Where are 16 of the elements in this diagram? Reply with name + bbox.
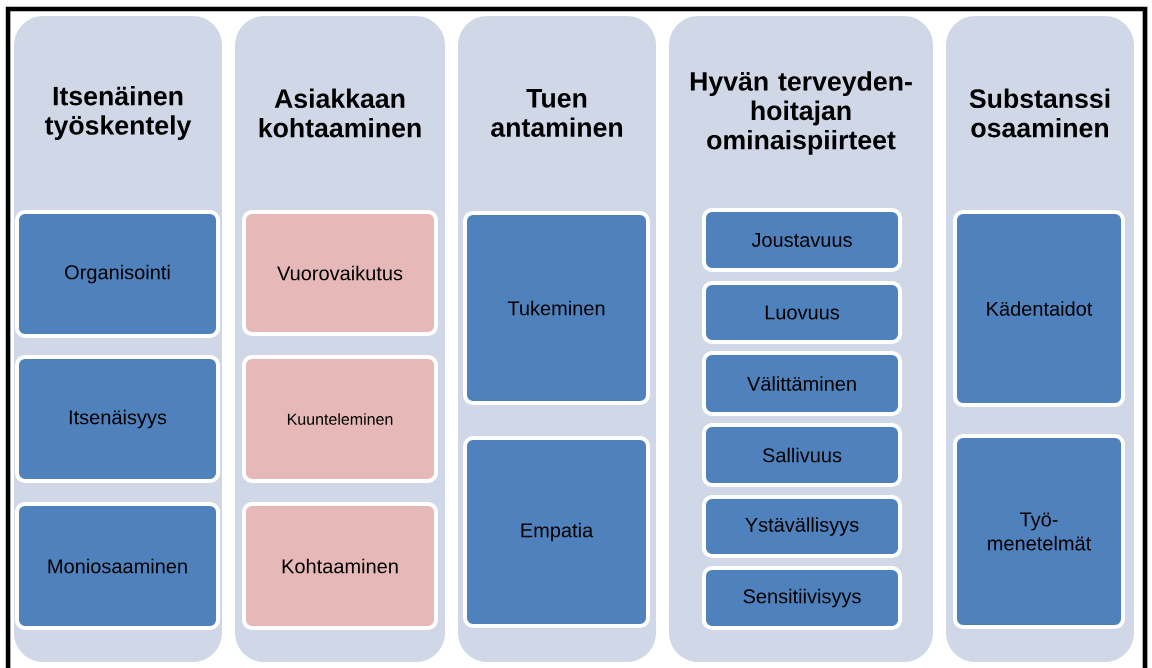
item-box: Ystävällisyys (702, 495, 902, 558)
item-box: Itsenäisyys (15, 355, 220, 483)
item-box: Sensitiivisyys (702, 566, 902, 630)
item-box: Organisointi (15, 210, 220, 338)
item-box: Luovuus (702, 281, 902, 344)
item-box: Sallivuus (702, 423, 902, 487)
item-box: Tukeminen (463, 211, 650, 405)
item-box: Kädentaidot (953, 210, 1125, 407)
item-box: Empatia (463, 436, 650, 628)
item-box: Kohtaaminen (242, 502, 438, 630)
item-box: Välittäminen (702, 351, 902, 416)
item-box: Kuunteleminen (242, 355, 438, 483)
item-box: Moniosaaminen (15, 502, 220, 630)
item-box: Vuorovaikutus (242, 210, 438, 336)
item-box: Joustavuus (702, 208, 902, 272)
item-box: Työ- menetelmät (953, 434, 1125, 629)
